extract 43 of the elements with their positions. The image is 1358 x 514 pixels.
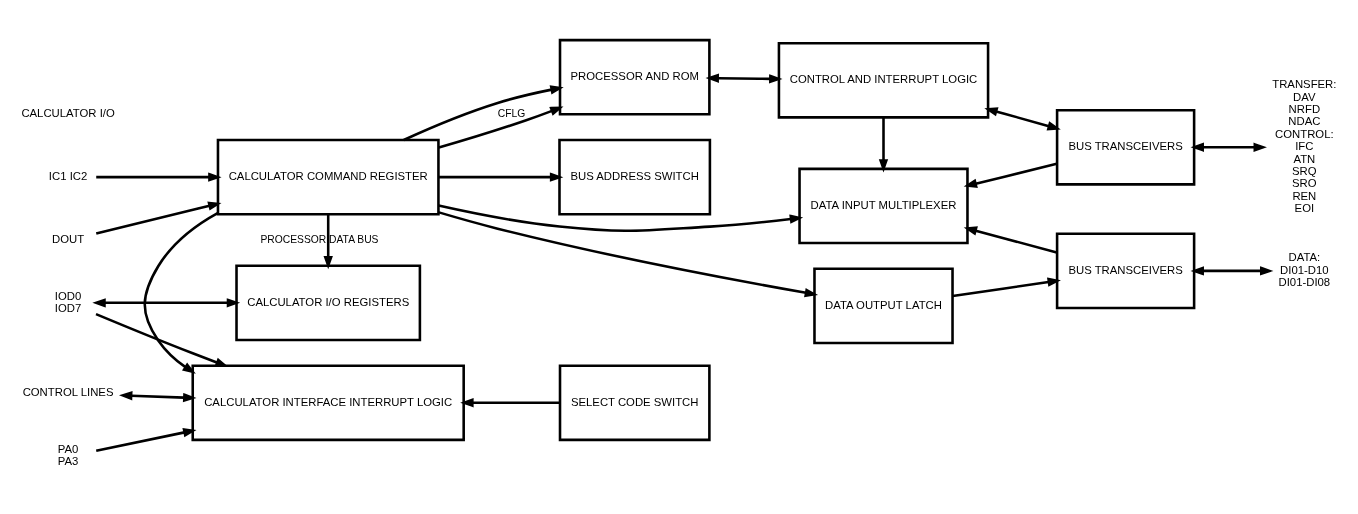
arrow [984,106,1061,130]
arrow [143,211,219,374]
edge-label: PROCESSOR DATA BUS [260,233,379,245]
node-box: BUS TRANSCEIVERS [1055,108,1196,186]
arrow [438,105,564,149]
arrow [438,171,564,182]
node-box: PROCESSOR AND ROM [558,38,711,116]
arrow [438,210,819,297]
node-text: DOUT [52,232,85,245]
arrow [119,390,197,402]
arrow [705,73,783,84]
arrow [92,297,241,308]
node-box: BUS TRANSCEIVERS [1055,232,1196,309]
node-box: CALCULATOR COMMAND REGISTER [216,138,440,215]
label: CALCULATOR I/O [21,106,115,119]
arrow [1190,142,1267,152]
arrow [952,276,1061,297]
arrow [95,201,222,235]
node-box: CONTROL AND INTERRUPT LOGIC [777,41,990,119]
arrow [963,162,1058,188]
node-box: SELECT CODE SWITCH [558,363,711,441]
arrow [1190,265,1274,276]
arrow [403,84,564,141]
node-box: DATA OUTPUT LATCH [813,267,954,344]
edge-label: CFLG [497,107,526,119]
node-box: BUS ADDRESS SWITCH [558,138,712,215]
arrow [95,427,197,452]
arrow [460,397,560,407]
arrow [878,117,889,173]
arrow [963,225,1058,254]
node-text: DATA: DI01-D10 DI01-DI08 [1278,250,1331,288]
arrow [96,171,222,182]
node-text: IC1 IC2 [48,169,88,182]
arrow [95,312,229,367]
node-text: TRANSFER: DAV NRFD NDAC CONTROL: IFC ATN SRQ SRO REN EOI [1272,77,1337,214]
node-box: CALCULATOR INTERFACE INTERRUPT LOGIC [191,363,465,441]
node-text: CONTROL LINES [22,385,114,398]
arrow [438,203,804,232]
node-text: IOD0 IOD7 [54,289,82,314]
arrow [323,214,333,269]
node-box: CALCULATOR I/O REGISTERS [235,263,422,341]
node-text: PA0 PA3 [57,442,79,467]
node-box: DATA INPUT MULTIPLEXER [798,167,969,244]
